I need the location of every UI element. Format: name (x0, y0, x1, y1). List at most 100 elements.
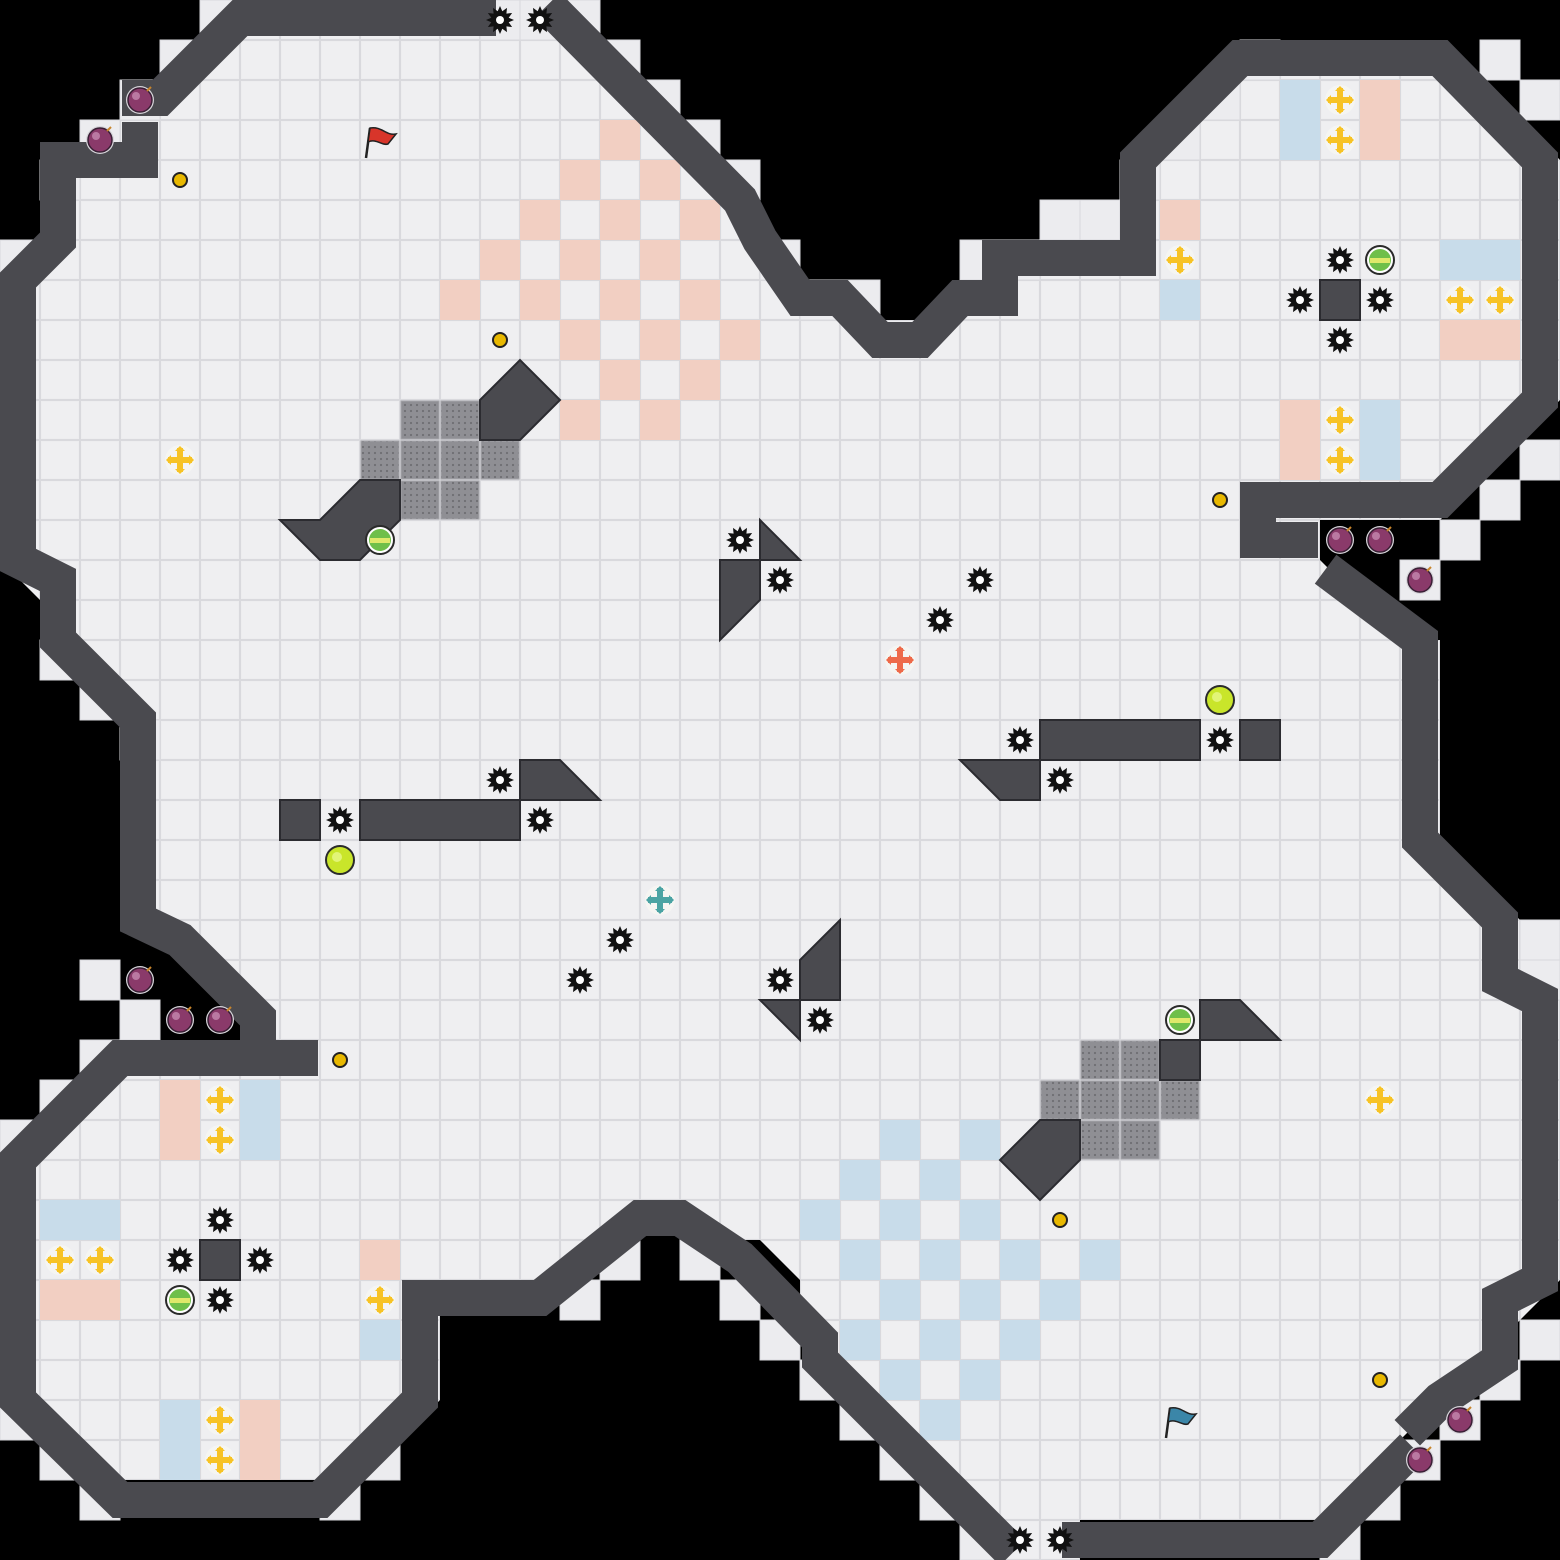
spike-icon (1326, 326, 1354, 354)
red-team-tile (40, 1280, 80, 1320)
wall-block (757, 999, 801, 1043)
wall-block (279, 799, 321, 841)
blue-team-tile (840, 1160, 880, 1200)
red-team-tile (160, 1120, 200, 1160)
small-dot-icon (1372, 1372, 1388, 1388)
spike-icon (766, 566, 794, 594)
red-team-tile (240, 1400, 280, 1440)
floor-tile (1079, 199, 1121, 241)
powerup-icon (165, 1285, 195, 1315)
powerup-icon (1165, 1005, 1195, 1035)
wall (1314, 554, 1558, 1446)
gate-tile (440, 480, 480, 520)
blue-team-tile (1280, 120, 1320, 160)
spike-icon (246, 1246, 274, 1274)
small-dot-icon (332, 1052, 348, 1068)
red-team-tile (560, 400, 600, 440)
spike-icon (806, 1006, 834, 1034)
gate-tile (1080, 1120, 1120, 1160)
blue-team-tile (960, 1200, 1000, 1240)
red-team-tile (520, 280, 560, 320)
boost-icon (1165, 245, 1195, 275)
gate-tile (1080, 1080, 1120, 1120)
floor-tile (1479, 479, 1521, 521)
boost-icon (85, 1245, 115, 1275)
bomb-icon (1406, 1446, 1434, 1474)
spike-icon (1366, 286, 1394, 314)
floor-tile (79, 959, 121, 1001)
gate-tile (1040, 1080, 1080, 1120)
bomb-icon (166, 1006, 194, 1034)
boost-icon (1325, 125, 1355, 155)
wall-block (759, 517, 803, 561)
small-dot-icon (1052, 1212, 1068, 1228)
blue-team-tile (1360, 400, 1400, 440)
floor-tile (1439, 519, 1481, 561)
wall-block (799, 917, 841, 1001)
blue-team-tile (160, 1400, 200, 1440)
blue-team-tile (360, 1320, 400, 1360)
floor-tile (1519, 1319, 1560, 1361)
juke-juice-icon (1205, 685, 1235, 715)
boost-icon (165, 445, 195, 475)
bomb-icon (86, 126, 114, 154)
team-tiles (40, 80, 1520, 1480)
spike-icon (1046, 1526, 1074, 1554)
blue-team-tile (80, 1200, 120, 1240)
small-dot-icon (172, 172, 188, 188)
powerup-icon (365, 525, 395, 555)
gate-tile (400, 480, 440, 520)
red-team-tile (440, 280, 480, 320)
spike-icon (486, 6, 514, 34)
red-team-tile (680, 200, 720, 240)
red-team-tile (1440, 320, 1480, 360)
floor-tile (1519, 439, 1560, 481)
small-dot-icon (1212, 492, 1228, 508)
wall (534, 0, 1558, 558)
wall-block (1319, 279, 1361, 321)
gate-tile (1080, 1040, 1120, 1080)
spike-icon (926, 606, 954, 634)
blue-team-tile (1440, 240, 1480, 280)
red-team-tile (1280, 400, 1320, 440)
blue-team-tile (240, 1120, 280, 1160)
red-team-tile (360, 1240, 400, 1280)
spike-icon (1006, 1526, 1034, 1554)
spike-icon (1286, 286, 1314, 314)
red-flag-icon (364, 127, 398, 159)
spike-icon (966, 566, 994, 594)
boost-icon (205, 1125, 235, 1155)
red-team-tile (560, 160, 600, 200)
wall-block (1239, 719, 1281, 761)
powerup-icon (1365, 245, 1395, 275)
red-team-tile (560, 240, 600, 280)
blue-flag-icon (1164, 1407, 1198, 1439)
boost-icon (1325, 405, 1355, 435)
bomb-icon (1326, 526, 1354, 554)
blue-team-tile (880, 1200, 920, 1240)
blue-team-tile (240, 1080, 280, 1120)
blue-team-tile (1480, 240, 1520, 280)
blue-team-tile (1000, 1320, 1040, 1360)
blue-team-tile (920, 1400, 960, 1440)
red-boost-icon (885, 645, 915, 675)
blue-boost-icon (645, 885, 675, 915)
gate-tile (480, 440, 520, 480)
wall-block (199, 1239, 241, 1281)
floor-tile (1039, 199, 1081, 241)
red-team-tile (640, 240, 680, 280)
spike-icon (1046, 766, 1074, 794)
bomb-icon (206, 1006, 234, 1034)
red-team-tile (600, 120, 640, 160)
blue-team-tile (880, 1280, 920, 1320)
gate-tile (400, 400, 440, 440)
blue-team-tile (840, 1240, 880, 1280)
bomb-icon (1446, 1406, 1474, 1434)
blue-team-tile (840, 1320, 880, 1360)
wall-block (998, 1119, 1081, 1202)
spike-icon (526, 6, 554, 34)
blue-team-tile (920, 1320, 960, 1360)
wall (1062, 1434, 1426, 1558)
